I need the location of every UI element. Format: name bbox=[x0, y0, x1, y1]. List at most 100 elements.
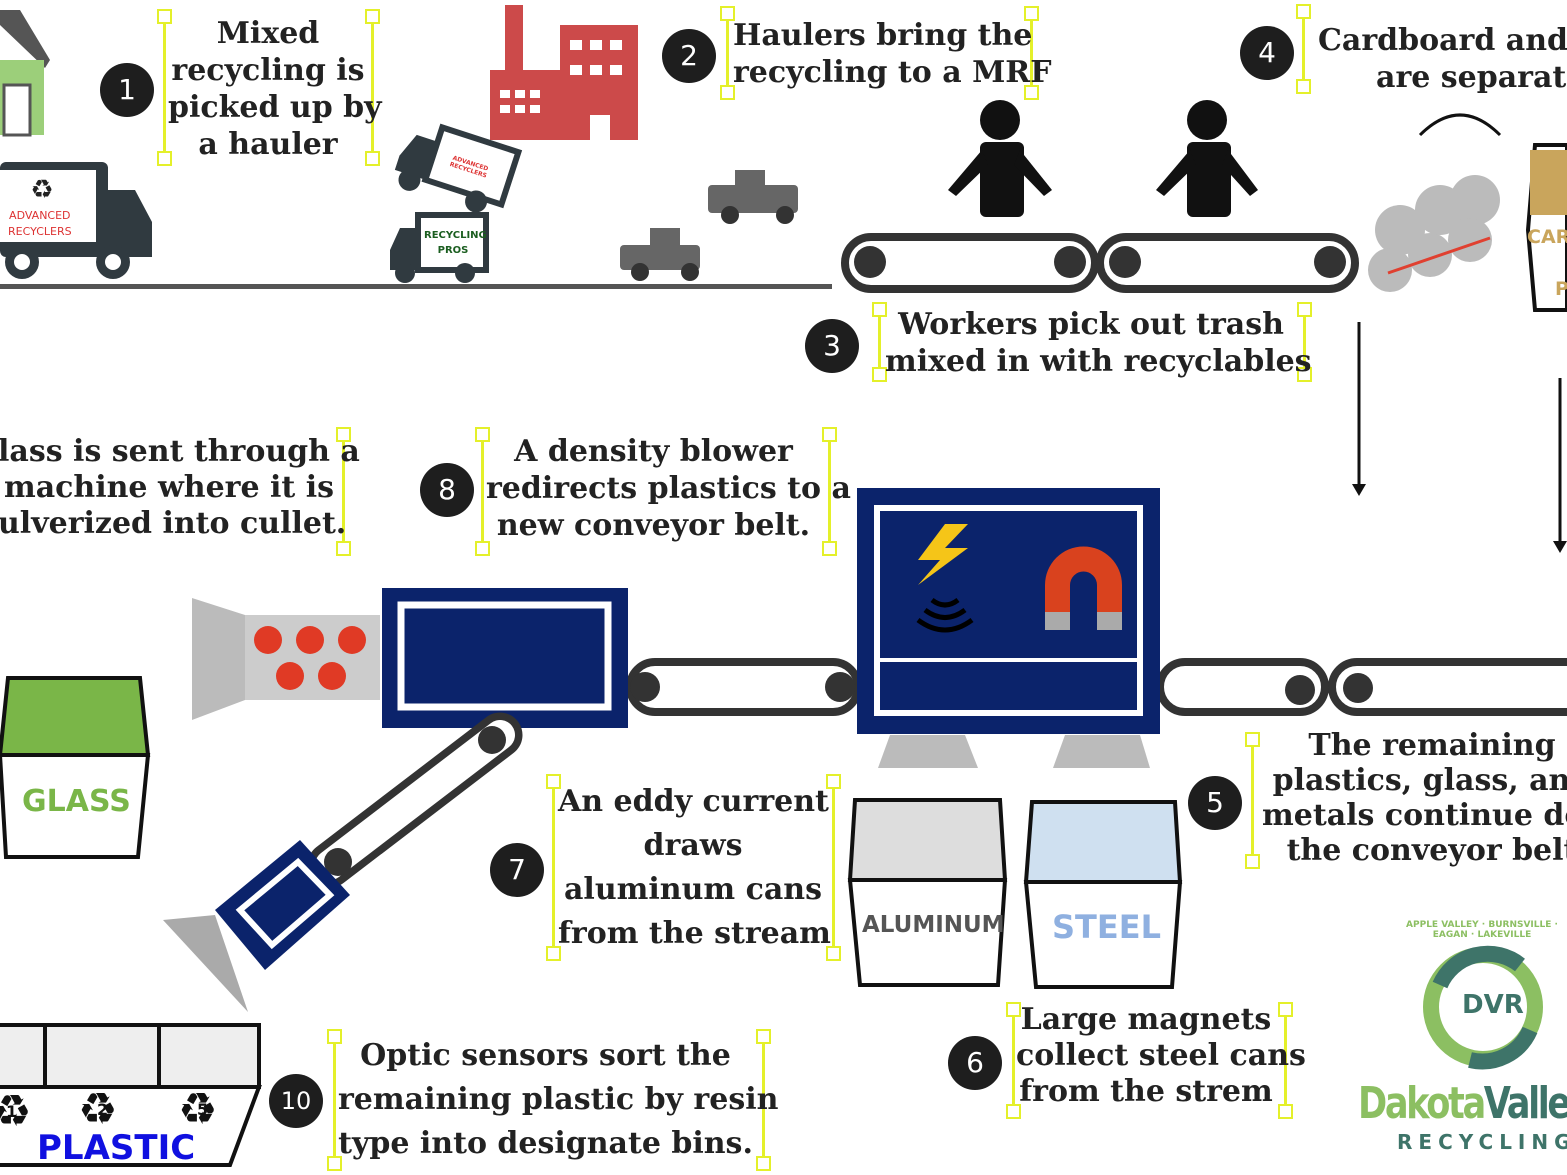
plastic-bin-label: PLASTIC bbox=[37, 1128, 196, 1168]
text-line: mixed in with recyclables bbox=[885, 344, 1312, 379]
logo-ring-text: APPLE VALLEY · BURNSVILLE · EAGAN · LAKE… bbox=[1406, 920, 1558, 940]
bracket bbox=[327, 1029, 342, 1171]
truck-label-line: ADVANCED bbox=[9, 209, 71, 222]
step-badge-8: 8 bbox=[420, 463, 474, 517]
text-line: metals continue dow bbox=[1262, 798, 1567, 833]
step-badge-3: 3 bbox=[805, 319, 859, 373]
glass-bin-label: GLASS bbox=[22, 784, 131, 819]
wave-icon bbox=[916, 597, 974, 633]
text-line: aluminum cans bbox=[563, 872, 822, 907]
text-line: collect steel cans bbox=[1016, 1038, 1306, 1073]
text-line: Optic sensors sort the bbox=[360, 1038, 731, 1073]
step-badge-5: 5 bbox=[1188, 776, 1242, 830]
text-line: remaining plastic by resin bbox=[338, 1082, 779, 1117]
resin-code-2: ♻2 bbox=[78, 1084, 118, 1135]
text-line: redirects plastics to a bbox=[486, 471, 851, 506]
optic-sensor bbox=[163, 840, 350, 1012]
truck-recycling-pros-icon bbox=[390, 212, 489, 283]
bracket bbox=[1278, 1002, 1293, 1119]
resin-number: 5 bbox=[197, 1100, 209, 1119]
text-line: The remaining bbox=[1308, 728, 1556, 763]
bracket bbox=[826, 774, 841, 961]
dvr-logo bbox=[1423, 945, 1543, 1070]
text-line: machine where it is bbox=[3, 470, 334, 505]
resin-number: 2 bbox=[97, 1100, 109, 1119]
text-line: new conveyor belt. bbox=[496, 508, 811, 543]
lightning-icon bbox=[918, 524, 968, 585]
bracket bbox=[1296, 4, 1311, 94]
bracket bbox=[475, 427, 490, 556]
bracket bbox=[1024, 6, 1039, 100]
logo-mark: DVR bbox=[1462, 990, 1524, 1020]
truck-label-line: PROS bbox=[437, 245, 469, 256]
text-line: a hauler bbox=[198, 127, 338, 162]
logo-name: DakotaValle bbox=[1358, 1078, 1567, 1129]
truck-label: RECYCLING PROS bbox=[424, 228, 487, 258]
text-line: lass is sent through a bbox=[0, 434, 360, 469]
text-line: Workers pick out trash bbox=[898, 307, 1284, 342]
resin-number: 1 bbox=[6, 1102, 18, 1121]
magnet-icon bbox=[1045, 546, 1122, 630]
aluminum-bin-label: ALUMINUM bbox=[862, 912, 1005, 938]
bracket bbox=[872, 302, 887, 382]
text-line: the conveyor belt bbox=[1286, 833, 1567, 868]
plastic-bin bbox=[0, 1023, 262, 1167]
truck-label: ADVANCED RECYCLERS bbox=[8, 208, 72, 240]
text-line: from the strem bbox=[1019, 1074, 1273, 1109]
magnet-eddy-machine bbox=[857, 488, 1160, 768]
resin-code-1: ♻1 bbox=[0, 1086, 32, 1137]
text-line: picked up by bbox=[168, 90, 382, 125]
truck-icon: ♻ bbox=[0, 162, 152, 279]
text-line: type into designate bins. bbox=[338, 1126, 753, 1161]
disc-screen-gears bbox=[1368, 175, 1500, 292]
text-line: A density blower bbox=[514, 434, 793, 469]
cardboard-bin-label: CAR bbox=[1527, 226, 1567, 248]
truck-label-line: RECYCLING bbox=[424, 230, 487, 241]
steel-bin-label: STEEL bbox=[1052, 908, 1161, 946]
text-line: Haulers bring the bbox=[733, 18, 1033, 53]
text-line: are separate bbox=[1376, 60, 1567, 95]
step-10-text: Optic sensors sort the remaining plastic … bbox=[338, 1034, 779, 1166]
text-line: Large magnets bbox=[1020, 1002, 1272, 1037]
text-line: An eddy current bbox=[558, 784, 829, 819]
bracket bbox=[1297, 302, 1312, 382]
step-7-text: An eddy current draws aluminum cans from th… bbox=[558, 780, 831, 956]
loader-icon bbox=[620, 170, 798, 281]
step-badge-10: 10 bbox=[269, 1074, 323, 1128]
text-line: recycling to a MRF bbox=[733, 55, 1052, 90]
step-badge-7: 7 bbox=[490, 843, 544, 897]
inclined-conveyor bbox=[307, 712, 523, 888]
step-badge-6: 6 bbox=[948, 1036, 1002, 1090]
house-icon bbox=[0, 10, 50, 137]
ground-line bbox=[0, 284, 832, 289]
text-line: recycling is bbox=[171, 53, 365, 88]
logo-name-part1: Dakota bbox=[1358, 1078, 1486, 1129]
bracket bbox=[546, 774, 561, 961]
steel-bin bbox=[1023, 800, 1183, 989]
aluminum-bin bbox=[847, 798, 1008, 987]
text-line: plastics, glass, and bbox=[1272, 763, 1567, 798]
bracket bbox=[822, 427, 837, 556]
logo-subtitle: RECYCLING bbox=[1397, 1130, 1567, 1154]
density-blower bbox=[382, 588, 628, 728]
step-badge-2: 2 bbox=[662, 29, 716, 83]
step-badge-4: 4 bbox=[1240, 26, 1294, 80]
step-badge-1: 1 bbox=[100, 63, 154, 117]
tilted-truck-icon bbox=[394, 123, 523, 213]
text-line: Mixed bbox=[216, 16, 320, 51]
text-line: from the stream bbox=[558, 916, 831, 951]
bracket bbox=[336, 427, 351, 556]
text-line: draws bbox=[643, 828, 743, 863]
truck-label-line: RECYCLERS bbox=[8, 225, 72, 238]
bracket bbox=[1006, 1002, 1021, 1119]
resin-code-5: ♻5 bbox=[178, 1084, 218, 1135]
bracket bbox=[1245, 732, 1260, 869]
bracket bbox=[157, 9, 172, 166]
